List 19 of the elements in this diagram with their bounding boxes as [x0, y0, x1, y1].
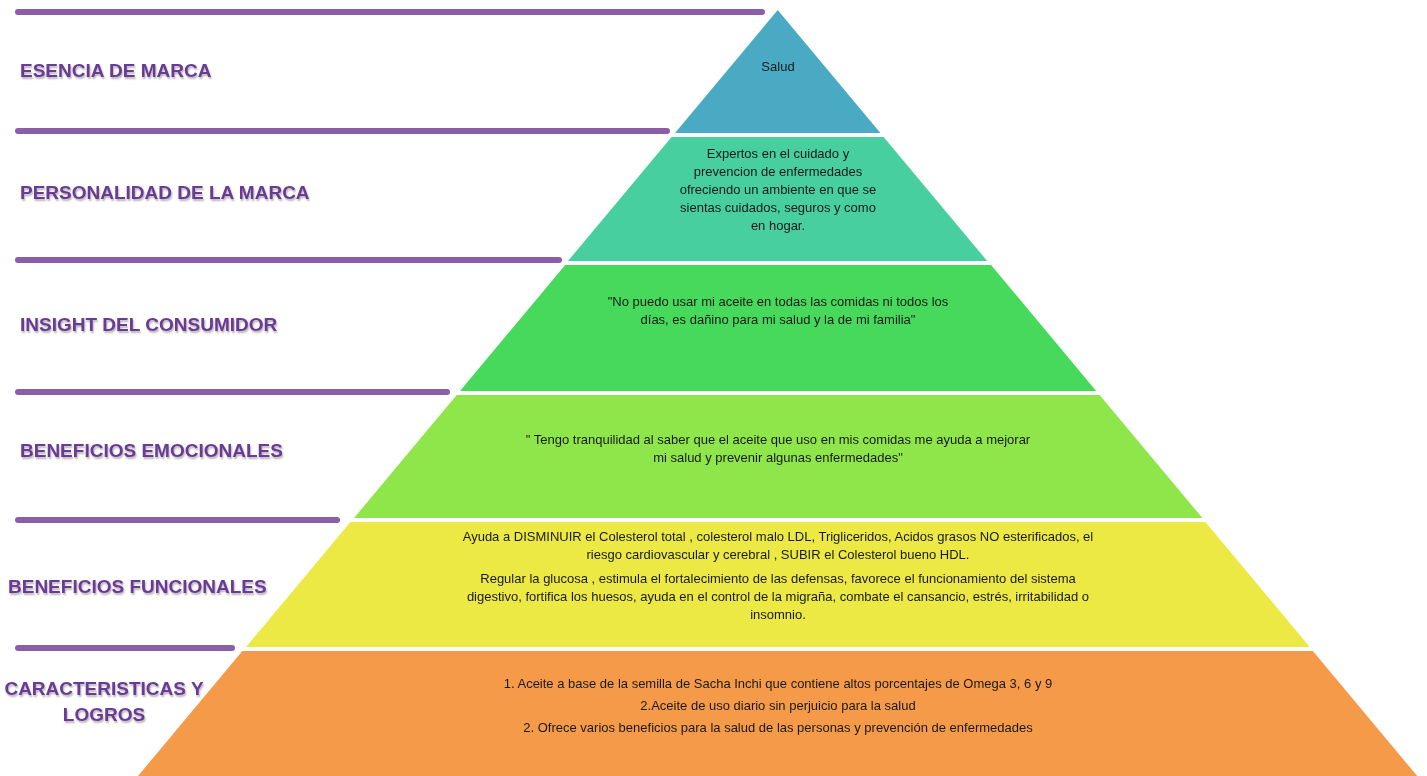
tier-label: INSIGHT DEL CONSUMIDOR — [20, 313, 278, 337]
tier-text: 2.Aceite de uso diario sin perjuicio para la salud — [640, 697, 916, 715]
tier-text: "No puedo usar mi aceite en todas las comidas ni todos los días, es dañino para mi salud y la de mi familia" — [606, 293, 950, 329]
tier-text: Regular la glucosa , estimula el fortalecimiento de las defensas, favorece el funcionamiento del sistema digestivo, fortifica los huesos, ayuda en el control de la migraña, combate el cansancio, estrés, irritabilidad o insomnio. — [465, 570, 1091, 624]
pyramid-tier — [459, 265, 1097, 391]
tier-text: 1. Aceite a base de la semilla de Sacha Inchi que contiene altos porcentajes de Omega 3, 6 y 9 — [503, 675, 1053, 693]
pyramid-tier — [568, 137, 988, 261]
tier-text: 2. Ofrece varios beneficios para la salud de las personas y prevención de enfermedades — [523, 719, 1033, 737]
tier-label: BENEFICIOS FUNCIONALES — [8, 575, 267, 599]
tier-text: Salud — [761, 58, 795, 76]
pyramid-tier — [675, 10, 881, 133]
tier-text: Ayuda a DISMINUIR el Colesterol total , colesterol malo LDL, Trigliceridos, Acidos grasos NO esterificados, el riesgo cardiovascular y cerebral , SUBIR el Colesterol bueno HDL. — [461, 528, 1095, 564]
tier-text: Expertos en el cuidado y prevencion de enfermedades ofreciendo un ambiente en que se sientas cuidados, seguros y como en hogar. — [678, 145, 878, 235]
tier-label: BENEFICIOS EMOCIONALES — [20, 439, 283, 463]
tier-label: CARACTERISTICAS Y LOGROS — [4, 677, 204, 727]
tier-text: " Tengo tranquilidad al saber que el aceite que uso en mis comidas me ayuda a mejorar mi salud y prevenir algunas enfermedades" — [524, 431, 1032, 467]
tier-label: ESENCIA DE MARCA — [20, 59, 212, 83]
tier-label: PERSONALIDAD DE LA MARCA — [20, 181, 310, 205]
pyramid-tier — [353, 395, 1203, 518]
